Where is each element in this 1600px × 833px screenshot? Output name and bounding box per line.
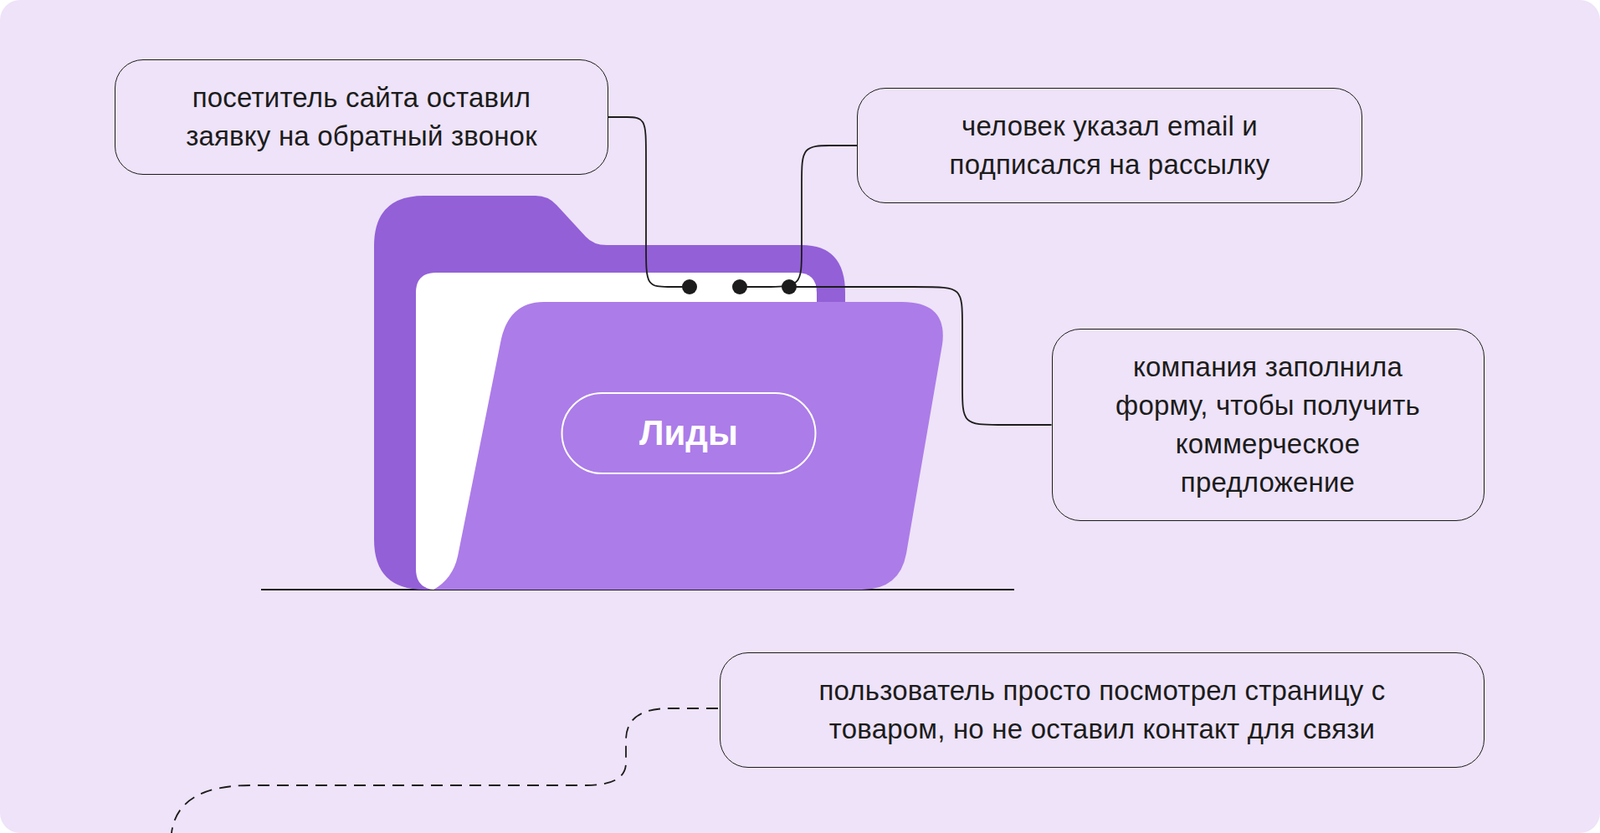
leader-line (608, 117, 690, 288)
callout-box: компания заполнила форму, чтобы получить… (1051, 328, 1485, 522)
leader-line (789, 287, 1052, 426)
folder-node: Лиды (374, 195, 943, 590)
leader-line (739, 145, 857, 288)
callout-text: посетитель сайта оставил заявку на обрат… (164, 78, 559, 156)
callout-box: посетитель сайта оставил заявку на обрат… (114, 59, 609, 175)
callout-text: человек указал email и подписался на рас… (883, 107, 1336, 185)
callout-box: человек указал email и подписался на рас… (856, 87, 1363, 204)
dashed-leader (171, 708, 718, 833)
callout-box: пользователь просто посмотрел страницу с… (719, 652, 1485, 769)
callout-text: компания заполнила форму, чтобы получить… (1104, 348, 1431, 503)
callout-text: пользователь просто посмотрел страницу с… (784, 671, 1421, 749)
folder-label: Лиды (561, 392, 817, 475)
folder-front (433, 302, 944, 590)
